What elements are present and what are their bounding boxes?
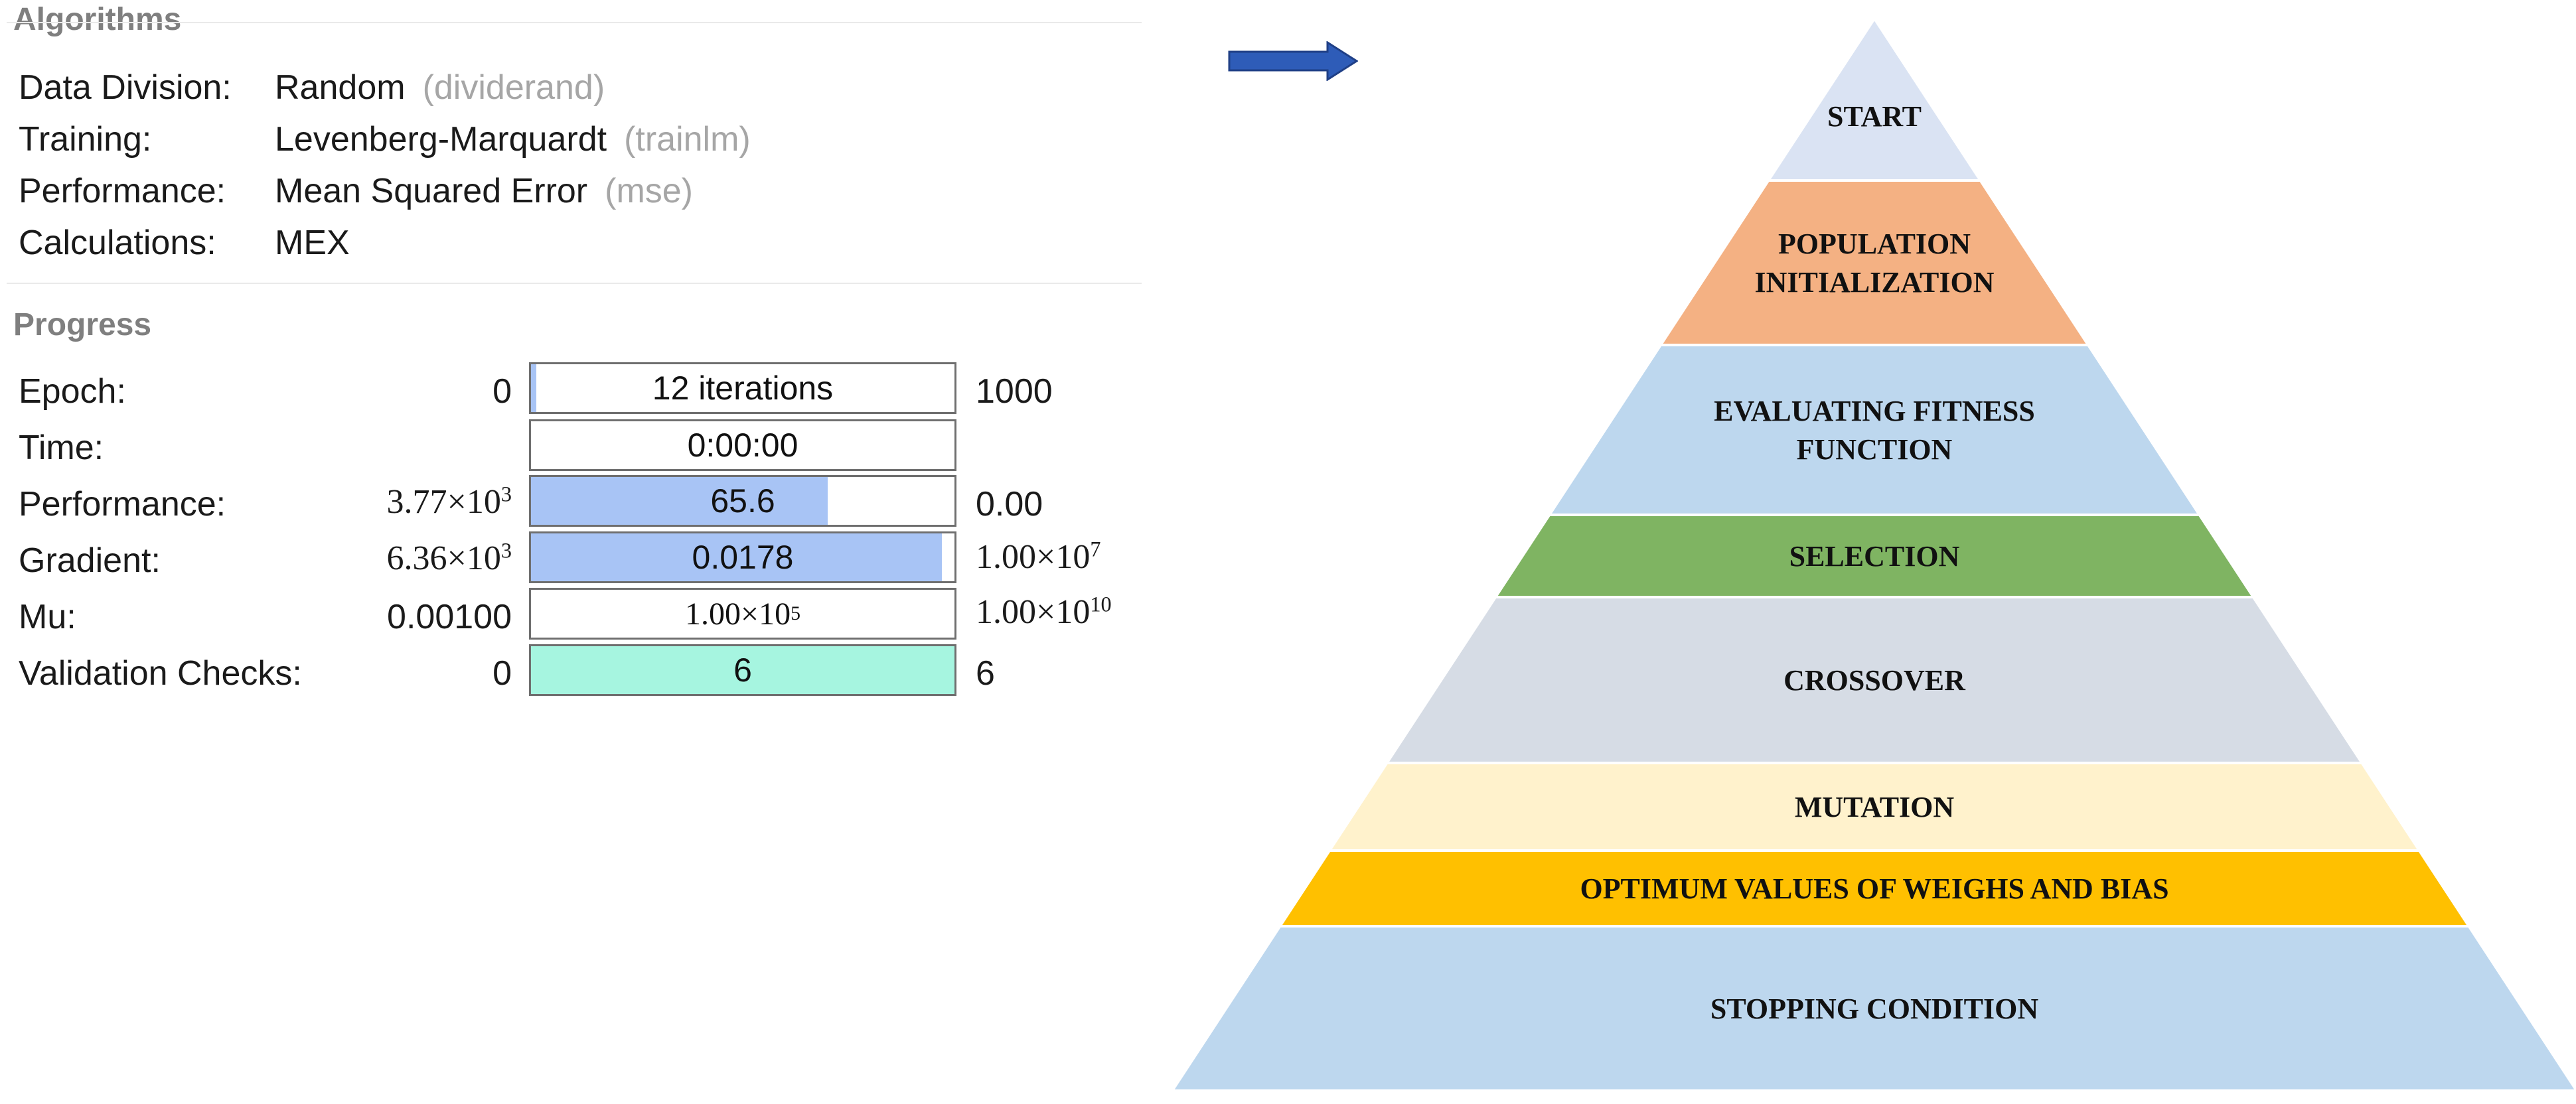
pyramid-layer-label: CROSSOVER [1783,664,1966,697]
pyramid-layer-1 [1766,16,1983,182]
progress-max-performance: 0.00 [976,485,1043,523]
pyramid-layer-3 [1547,344,2202,516]
genetic-algorithm-pyramid: START POPULATION INITIALIZATION EVALUATING … [1170,16,2576,1092]
algorithms-divider [7,22,1142,23]
progress-bar-text: 65.6 [710,482,775,519]
algorithm-label: Training: [19,120,152,159]
pyramid-layer-label: POPULATION [1778,228,1971,260]
algorithm-label: Data Division: [19,68,232,107]
pyramid-layer-label: SELECTION [1789,540,1960,573]
algorithm-hint: (trainlm) [624,120,751,159]
progress-label-mu: Mu: [19,598,76,636]
pyramid-layer-label: OPTIMUM VALUES OF WEIGHS AND BIAS [1580,872,2168,905]
progress-bar-performance: 65.6 [529,475,956,527]
progress-label-validation: Validation Checks: [19,654,302,693]
progress-max-gradient: 1.00×107 [976,537,1101,576]
progress-bar-fill [531,646,954,694]
progress-bar-fill [531,477,828,525]
algorithm-label: Performance: [19,172,226,210]
algorithm-label: Calculations: [19,224,216,262]
progress-max-mu: 1.00×1010 [976,592,1112,631]
progress-bar-text: 12 iterations [652,370,834,407]
progress-bar-fill [531,533,942,581]
pyramid-layer-label: START [1827,100,1922,133]
progress-bar-validation: 6 [529,644,956,696]
progress-title: Progress [13,307,152,342]
progress-bar-gradient: 0.0178 [529,531,956,583]
arrow-right-icon [1228,41,1358,81]
pyramid-layer-label: INITIALIZATION [1754,266,1994,299]
algorithm-value: Levenberg-Marquardt(trainlm) [275,120,751,159]
algorithm-value: MEX [275,224,350,262]
progress-label-epoch: Epoch: [19,372,126,411]
progress-divider [7,283,1142,284]
progress-max-validation: 6 [976,654,995,693]
progress-bar-epoch: 12 iterations [529,362,956,414]
progress-min-gradient: 6.36×103 [386,538,512,577]
progress-label-time: Time: [19,429,104,467]
progress-bar-text: 0.0178 [692,539,794,576]
algorithm-hint: (dividerand) [422,68,605,107]
progress-max-epoch: 1000 [976,372,1053,411]
progress-label-performance: Performance: [19,485,226,523]
algorithms-title: Algorithms [13,2,182,37]
progress-label-gradient: Gradient: [19,541,161,580]
progress-min-epoch: 0 [492,372,512,411]
progress-min-mu: 0.00100 [387,598,512,636]
progress-bar-fill [531,364,536,412]
progress-bar-text: 6 [733,652,752,689]
pyramid-layer-label: FUNCTION [1797,433,1953,466]
progress-min-validation: 0 [492,654,512,693]
progress-bar-text: 0:00:00 [687,427,798,464]
pyramid-layer-label: MUTATION [1795,791,1955,823]
progress-min-performance: 3.77×103 [386,482,512,521]
algorithm-hint: (mse) [605,172,693,210]
pyramid-layer-2 [1658,179,2091,346]
algorithm-value: Mean Squared Error(mse) [275,172,693,210]
progress-bar-time: 0:00:00 [529,419,956,471]
pyramid-layer-8 [1170,925,2576,1092]
pyramid-layer-label: STOPPING CONDITION [1710,993,2038,1025]
pyramid-layer-label: EVALUATING FITNESS [1714,395,2035,427]
algorithm-value: Random(dividerand) [275,68,605,107]
